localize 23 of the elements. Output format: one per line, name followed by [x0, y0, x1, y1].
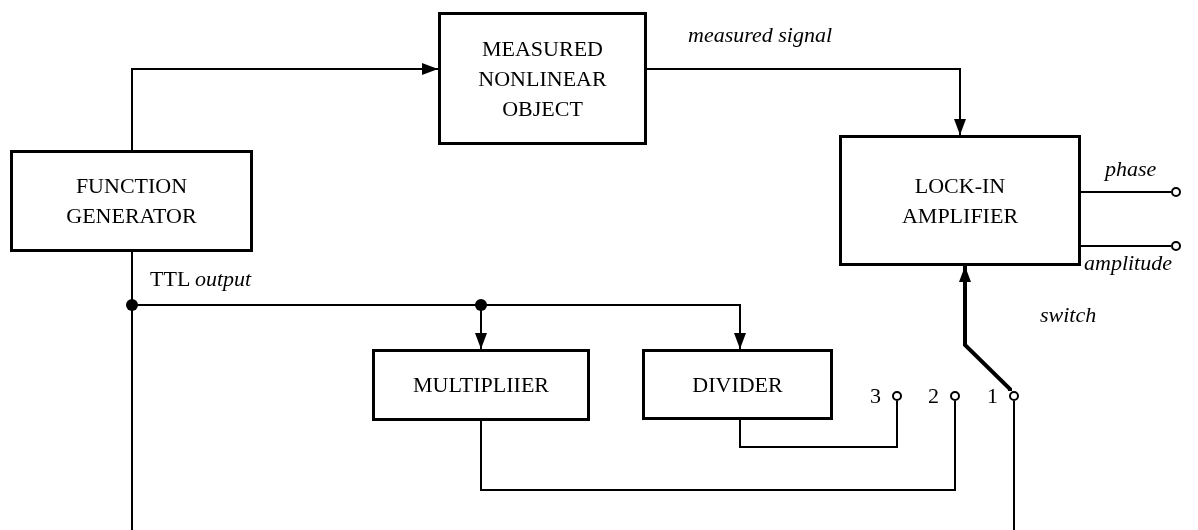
connector-line: [1080, 191, 1172, 193]
block-box: [642, 349, 833, 420]
block-box: [438, 12, 647, 145]
signal-label: TTL output: [150, 266, 252, 292]
block-label: DIVIDER: [692, 370, 783, 399]
connector-line: [1013, 400, 1015, 530]
arrow: [131, 63, 439, 151]
connector-line: [739, 400, 898, 448]
switch-label: switch: [1040, 302, 1097, 328]
terminal-number: 1: [987, 383, 998, 409]
block-label: MEASURED NONLINEAR OBJECT: [477, 34, 608, 123]
terminal-number: 3: [870, 383, 881, 409]
block-label: FUNCTION GENERATOR: [65, 172, 198, 230]
connector-line: [480, 400, 956, 491]
arrow: [959, 266, 1012, 392]
block-box: [10, 150, 253, 252]
arrow: [646, 68, 966, 136]
block-label: MULTIPLIIER: [412, 371, 550, 399]
terminal-number: 2: [928, 383, 939, 409]
connector-line: [1080, 245, 1172, 247]
block-label: LOCK-IN AMPLIFIER: [900, 171, 1020, 230]
block-box: [372, 349, 590, 421]
block-box: [839, 135, 1081, 266]
